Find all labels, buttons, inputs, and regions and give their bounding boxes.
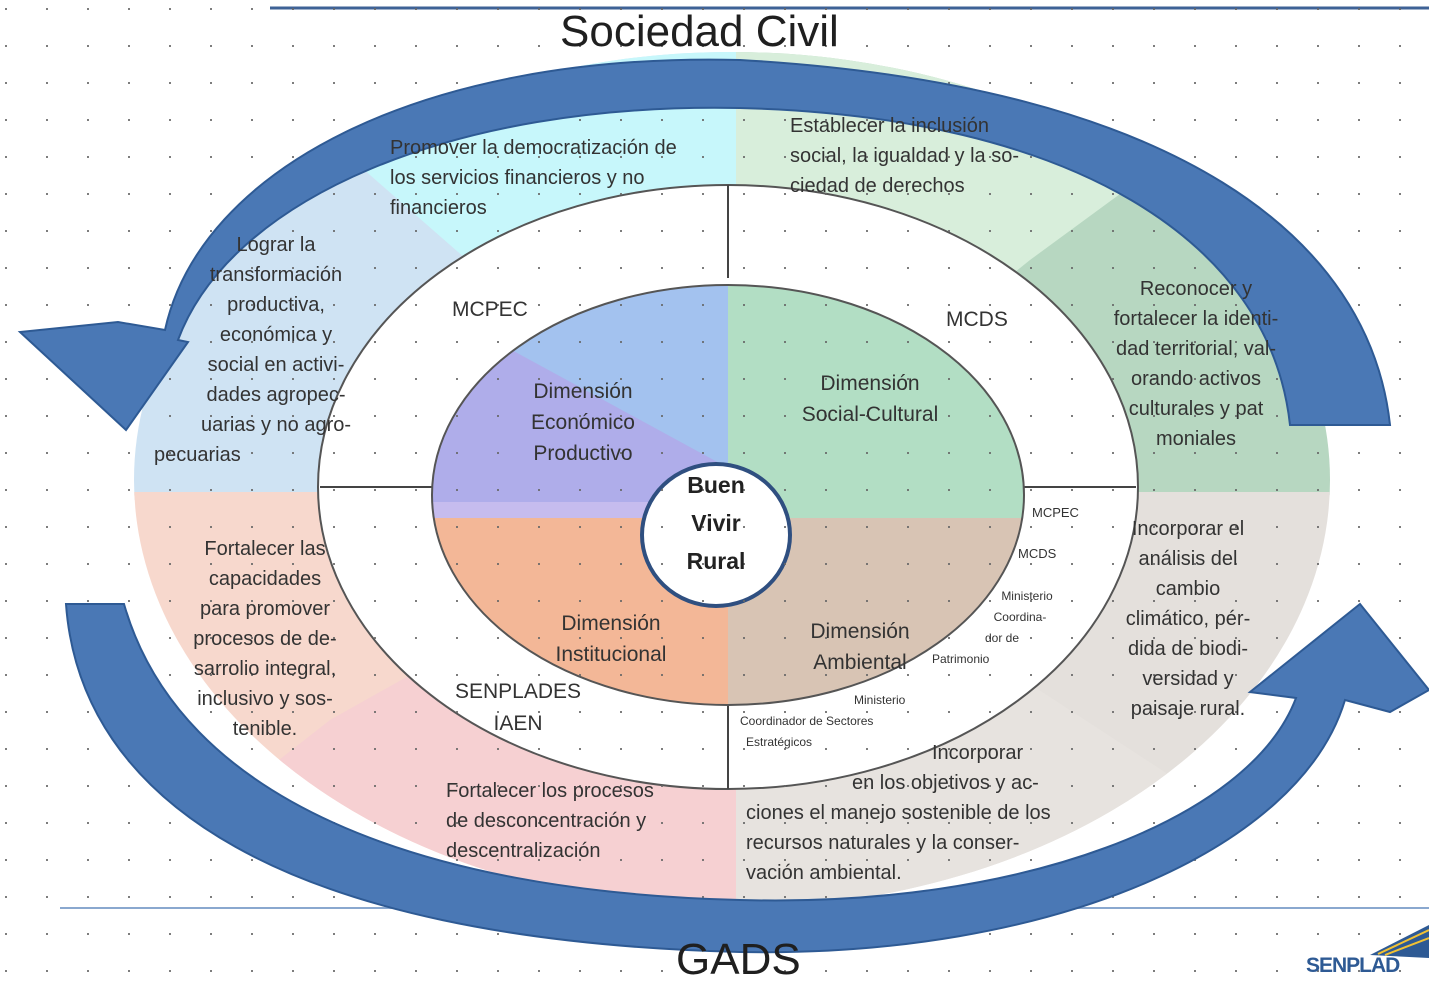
- logo-text: SENPLAD: [1306, 954, 1400, 977]
- senplades-logo: [1370, 925, 1429, 958]
- inst-right-mcpec: MCPEC: [1032, 505, 1079, 520]
- title-bottom: GADS: [676, 935, 801, 984]
- arrows: [17, 58, 1429, 954]
- arrow-top: [17, 58, 1392, 432]
- inst-mcpec: MCPEC: [452, 298, 528, 321]
- title-top: Sociedad Civil: [560, 7, 839, 56]
- arrow-bottom: [64, 602, 1429, 954]
- inst-mcds: MCDS: [946, 308, 1008, 331]
- inst-right-mcds: MCDS: [1018, 546, 1057, 561]
